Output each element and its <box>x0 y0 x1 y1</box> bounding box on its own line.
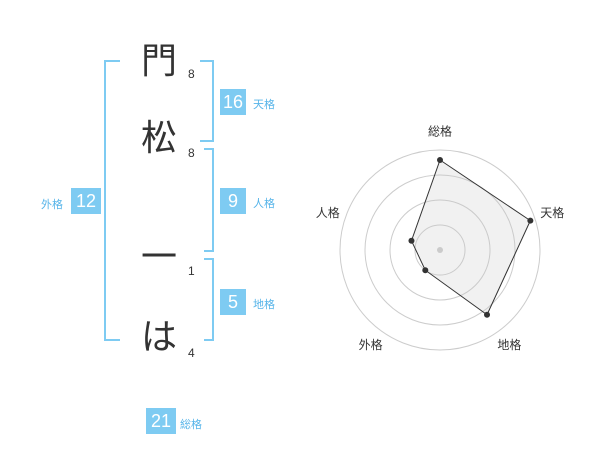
stroke-count-2: 8 <box>188 146 195 160</box>
radar-ring <box>339 149 541 351</box>
radar-axis-label: 外格 <box>359 337 383 352</box>
radar-series-area <box>410 159 531 316</box>
name-char-3: 一 <box>141 237 178 278</box>
radar-point-5 <box>408 237 415 244</box>
stroke-count-3: 1 <box>188 264 195 278</box>
soukaku-label: 総格 <box>180 418 202 431</box>
name-char-2: 松 <box>141 118 178 159</box>
jinkaku-value: 9 <box>220 188 246 214</box>
jinkaku-label: 人格 <box>253 197 275 210</box>
radar-point-4 <box>422 267 429 274</box>
radar-ring <box>364 174 516 326</box>
name-char-1: 門 <box>141 41 178 82</box>
radar-axis-label: 地格 <box>497 337 521 352</box>
chikaku-bracket <box>204 258 214 341</box>
gaikaku-bracket <box>104 60 120 341</box>
radar-axis-label: 総格 <box>428 124 452 139</box>
chikaku-value: 5 <box>220 289 246 315</box>
name-char-4: は <box>141 317 178 358</box>
radar-axis-label: 天格 <box>540 205 564 220</box>
radar-point-2 <box>527 217 534 224</box>
radar-ring <box>389 199 491 301</box>
gaikaku-label: 外格 <box>41 198 63 211</box>
stroke-count-1: 8 <box>188 67 195 81</box>
radar-ring <box>414 224 466 276</box>
tenkaku-value: 16 <box>220 89 246 115</box>
stroke-count-4: 4 <box>188 346 195 360</box>
tenkaku-label: 天格 <box>253 98 275 111</box>
radar-center-dot <box>437 247 443 253</box>
radar-point-3 <box>484 311 491 318</box>
tenkaku-bracket <box>200 60 214 142</box>
chikaku-label: 地格 <box>253 298 275 311</box>
jinkaku-bracket <box>204 148 214 252</box>
gaikaku-value: 12 <box>71 188 101 214</box>
soukaku-value: 21 <box>146 408 176 434</box>
radar-axis-label: 人格 <box>316 205 340 220</box>
radar-point-1 <box>437 157 443 163</box>
